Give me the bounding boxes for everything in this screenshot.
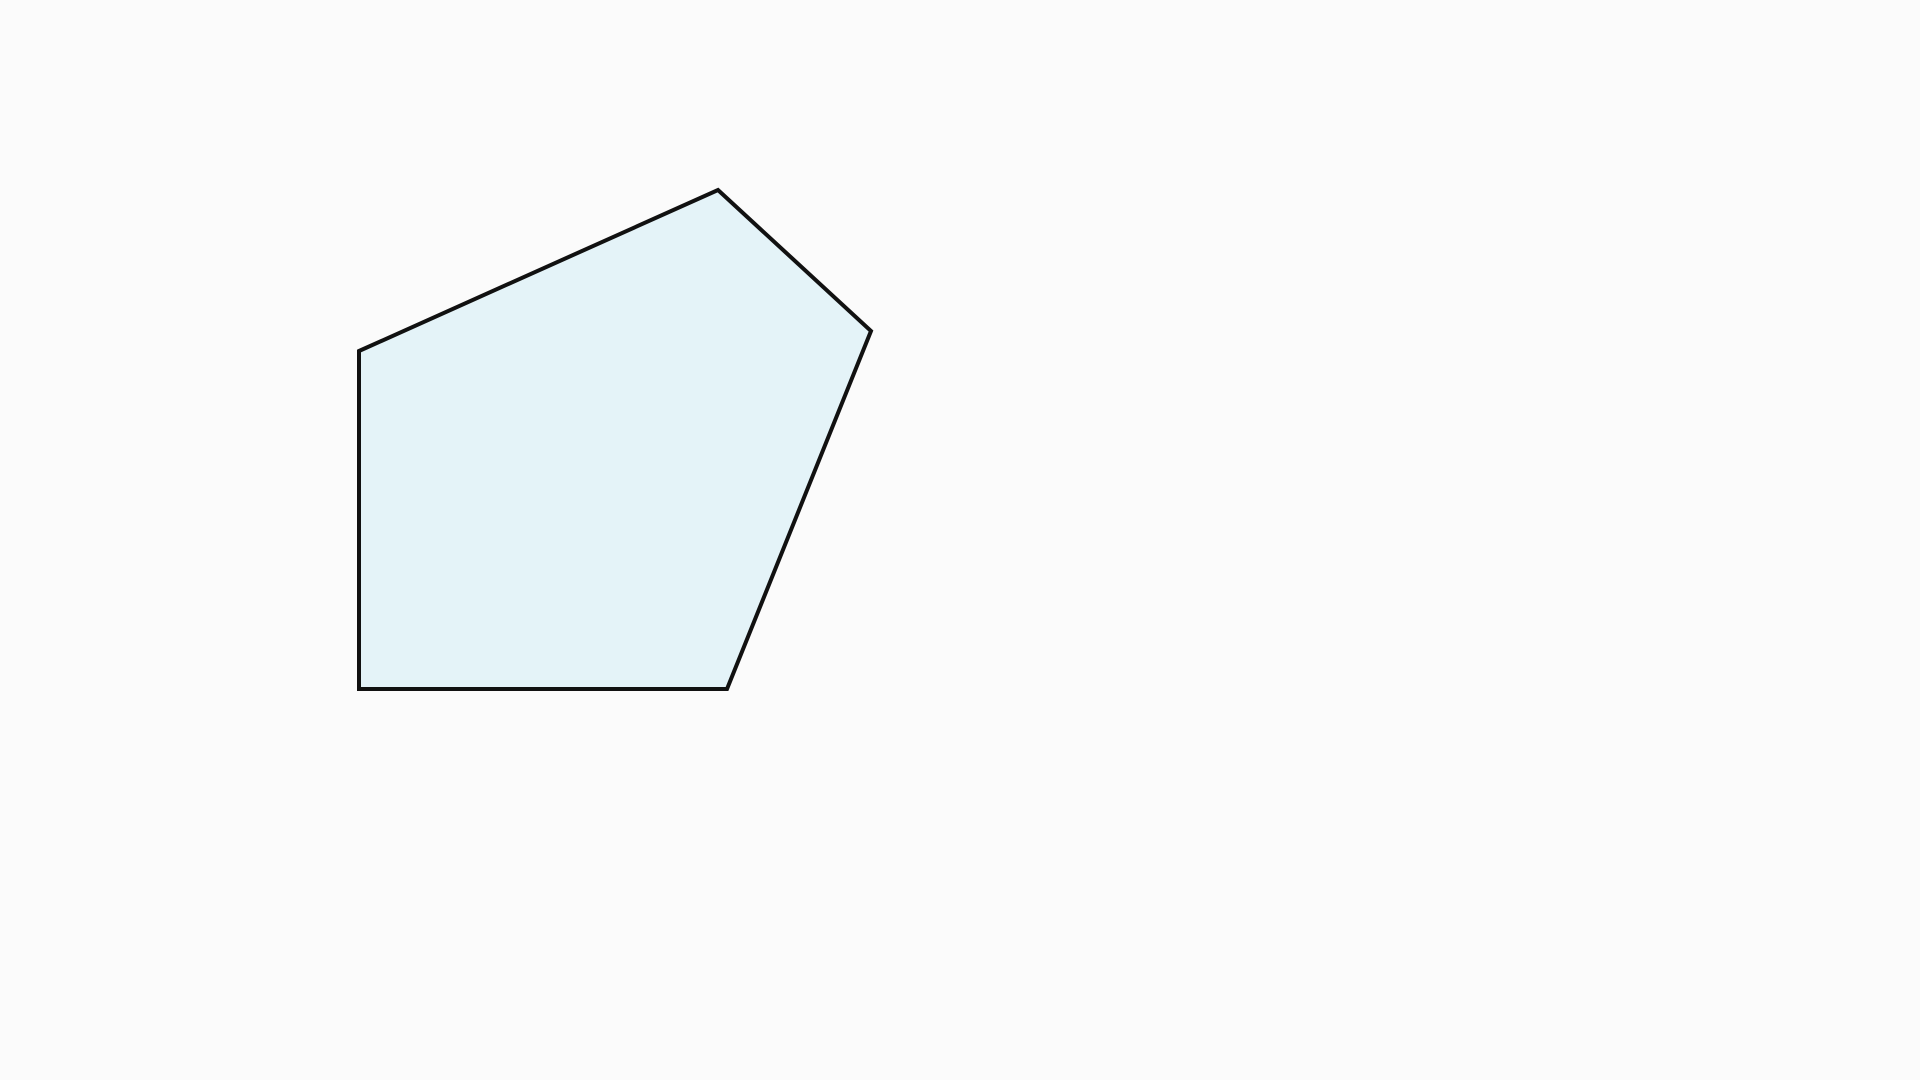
pentagon-shape	[357, 187, 874, 691]
